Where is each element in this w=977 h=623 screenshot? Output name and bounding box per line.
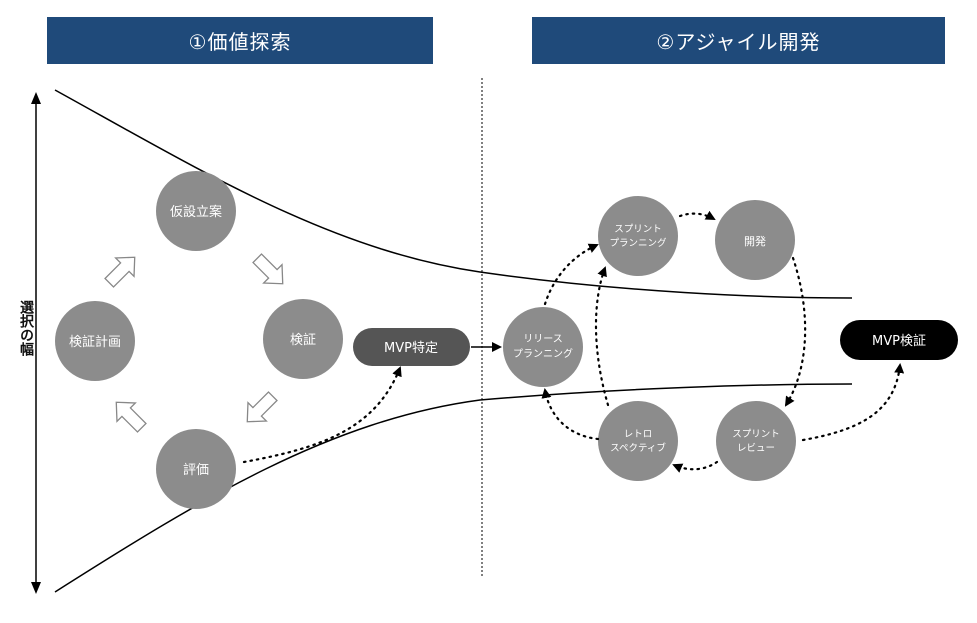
node-evaluation: 評価 (156, 429, 236, 509)
dotted-arrow-sprint-planning-to-development (678, 210, 716, 221)
node-verification: 検証 (263, 299, 343, 379)
arrow-down-left-icon (246, 391, 278, 423)
svg-text:評価: 評価 (183, 463, 209, 478)
arrow-up-right-icon (104, 256, 136, 288)
svg-text:スペクティブ: スペクティブ (610, 442, 666, 454)
svg-text:プランニング: プランニング (513, 347, 573, 360)
node-sprint-planning: スプリント プランニング (598, 196, 678, 276)
svg-text:仮設立案: 仮設立案 (170, 204, 222, 220)
dotted-arrow-evaluation-to-mvp (242, 366, 402, 464)
arrow-down-right-icon (252, 253, 284, 285)
header-value-exploration-text: ①価値探索 (188, 30, 292, 54)
svg-text:スプリント: スプリント (732, 429, 780, 440)
node-sprint-review: スプリント レビュー (716, 401, 796, 481)
mvp-verify-box: MVP検証 (840, 320, 958, 360)
dotted-arrow-retrospective-to-release (541, 388, 600, 441)
svg-text:レビュー: レビュー (737, 443, 775, 454)
funnel-upper-curve (54, 89, 853, 299)
funnel-lower-curve (54, 383, 853, 593)
dotted-arrow-development-to-sprint-review (784, 256, 807, 407)
dotted-arrow-retrospective-to-sprint-planning (594, 266, 610, 407)
node-verification-plan: 検証計画 (55, 301, 135, 381)
header-agile-development: ②アジャイル開発 (532, 17, 945, 64)
choice-width-axis (31, 92, 41, 594)
svg-text:プランニング: プランニング (609, 237, 667, 249)
svg-text:開発: 開発 (744, 234, 766, 248)
node-development: 開発 (715, 200, 795, 280)
header-agile-development-text: ②アジャイル開発 (656, 30, 821, 54)
svg-text:検証: 検証 (290, 333, 316, 348)
svg-text:検証計画: 検証計画 (69, 334, 121, 350)
dotted-arrow-sprint-review-to-retrospective (672, 460, 719, 473)
dotted-arrow-release-to-sprint-planning (543, 243, 599, 306)
node-release-planning: リリース プランニング (503, 307, 583, 387)
header-value-exploration: ①価値探索 (47, 17, 433, 64)
node-hypothesis: 仮設立案 (156, 171, 236, 251)
svg-text:レトロ: レトロ (624, 429, 653, 440)
svg-text:MVP特定: MVP特定 (384, 341, 438, 356)
svg-text:リリース: リリース (523, 334, 563, 345)
svg-text:スプリント: スプリント (614, 224, 662, 235)
mvp-define-box: MVP特定 (353, 328, 470, 366)
dotted-arrow-review-to-mvp-verify (801, 363, 905, 442)
node-retrospective: レトロ スペクティブ (598, 401, 678, 481)
svg-text:MVP検証: MVP検証 (872, 334, 926, 349)
axis-label-choice-width: 選択の幅 (18, 300, 34, 356)
arrow-up-left-icon (115, 401, 147, 433)
